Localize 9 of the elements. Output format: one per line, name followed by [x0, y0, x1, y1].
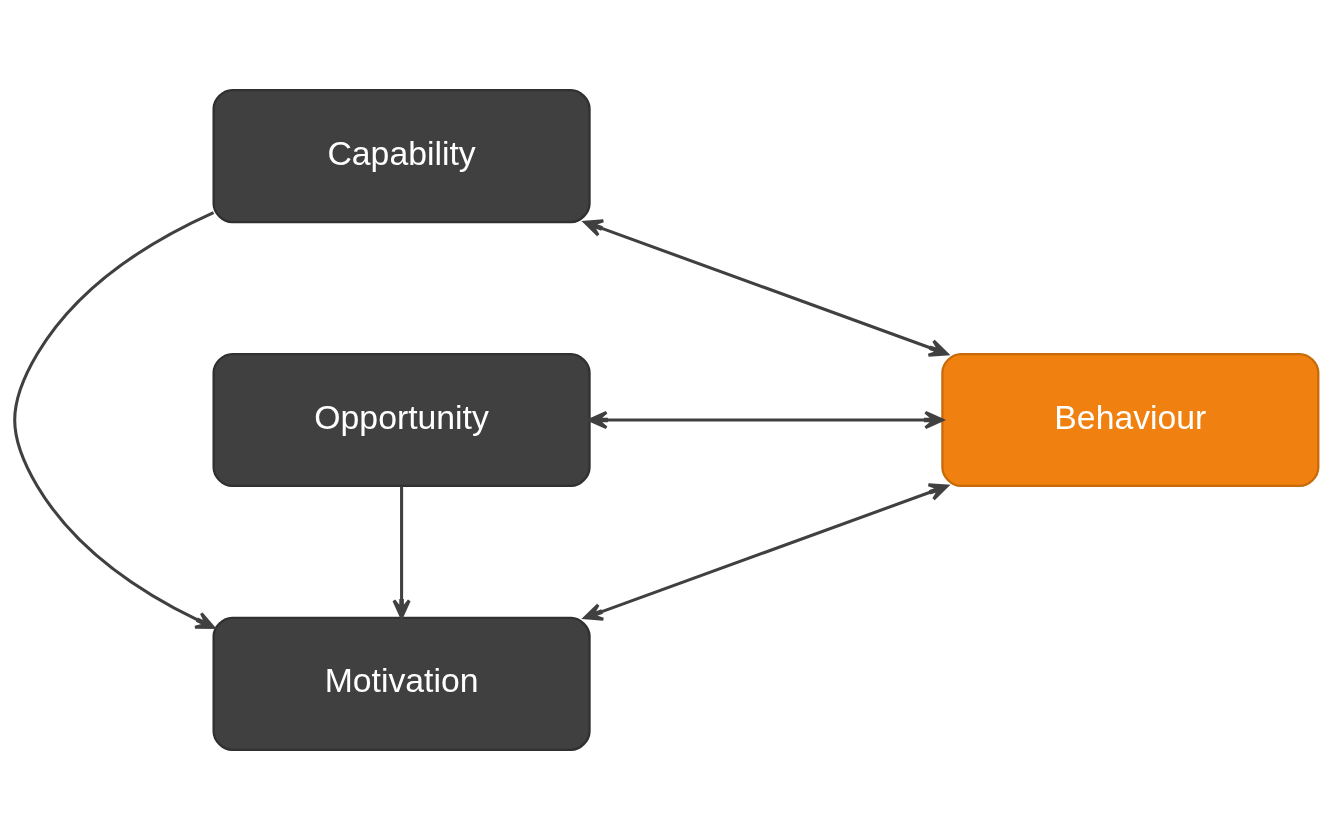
- arrow: [392, 486, 411, 619]
- node-box: Motivation: [212, 616, 591, 751]
- arrow: [588, 410, 944, 430]
- node-box: Capability: [212, 89, 591, 224]
- arrow: [583, 483, 949, 621]
- arrow: [583, 219, 949, 357]
- node-box: Behaviour: [941, 352, 1320, 488]
- arrow: [13, 211, 216, 629]
- node-box: Opportunity: [212, 352, 591, 488]
